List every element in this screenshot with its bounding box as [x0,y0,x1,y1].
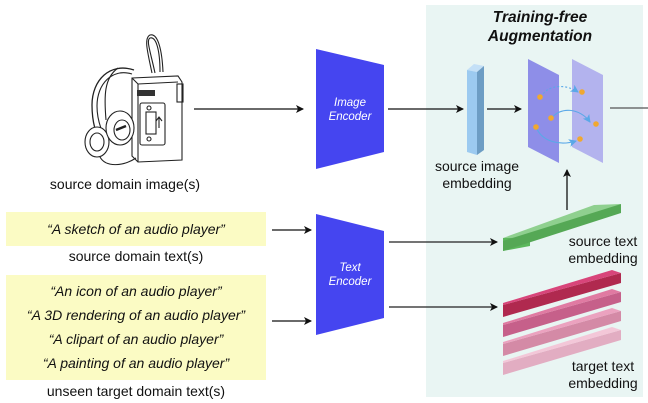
target-text-label: unseen target domain text(s) [46,383,226,399]
target-text-prompt-box: “An icon of an audio player” “A 3D rende… [6,275,266,380]
style-shift-arrows [535,84,591,147]
text-encoder-label-line2: Encoder [328,276,372,288]
target-text-prompt: “An icon of an audio player” [50,283,222,299]
source-image-embedding-label: source image embedding [424,158,530,192]
target-text-prompt: “A painting of an audio player” [42,355,230,371]
source-text-embedding-label: source text embedding [560,233,646,267]
augmentation-title-line2: Augmentation [487,28,593,45]
target-text-embedding-bar [503,289,621,337]
text-encoder-label: Text Encoder [316,261,384,289]
source-text-prompt-box: “A sketch of an audio player” [6,212,266,246]
augmentation-title-line1: Training-free [492,9,588,26]
augmentation-title: Training-free Augmentation [470,8,610,46]
text-encoder-block [316,214,384,335]
source-image-embedding-label-line1: source image [434,158,520,174]
feature-points [533,89,599,142]
feature-point [577,136,583,142]
source-image-embedding-label-line2: embedding [442,175,512,191]
audio-player-sketch-icon [84,34,184,166]
feature-point [533,124,539,130]
text-encoder-label-line1: Text [339,262,361,274]
feature-point [537,94,543,100]
source-text-embedding-bar [503,204,621,251]
source-text-embedding-label-line1: source text [568,233,638,249]
source-feature-plane [528,59,559,163]
image-encoder-label: Image Encoder [316,96,384,124]
target-text-embedding-bars [503,270,621,375]
source-image-embedding-bar [467,64,484,155]
feature-point [548,115,554,121]
target-text-embedding-bar [503,270,621,317]
target-text-embedding-label-line2: embedding [568,375,638,391]
target-text-embedding-bar [503,327,621,375]
source-text-prompt: “A sketch of an audio player” [47,221,225,237]
target-text-prompt: “A clipart of an audio player” [48,331,224,347]
feature-point [579,89,585,95]
target-text-embedding-label-line1: target text [571,358,635,374]
source-text-embedding-label-line2: embedding [568,250,638,266]
source-image-label: source domain image(s) [49,176,201,192]
feature-point [593,121,599,127]
image-encoder-label-line2: Encoder [328,111,372,123]
target-text-embedding-label: target text embedding [560,358,646,392]
source-text-label: source domain text(s) [68,248,204,264]
target-text-prompt: “A 3D rendering of an audio player” [26,307,246,323]
augmented-feature-plane [572,59,603,163]
image-encoder-block [316,49,384,169]
target-text-embedding-bar [503,308,621,356]
image-encoder-label-line1: Image [334,97,366,109]
